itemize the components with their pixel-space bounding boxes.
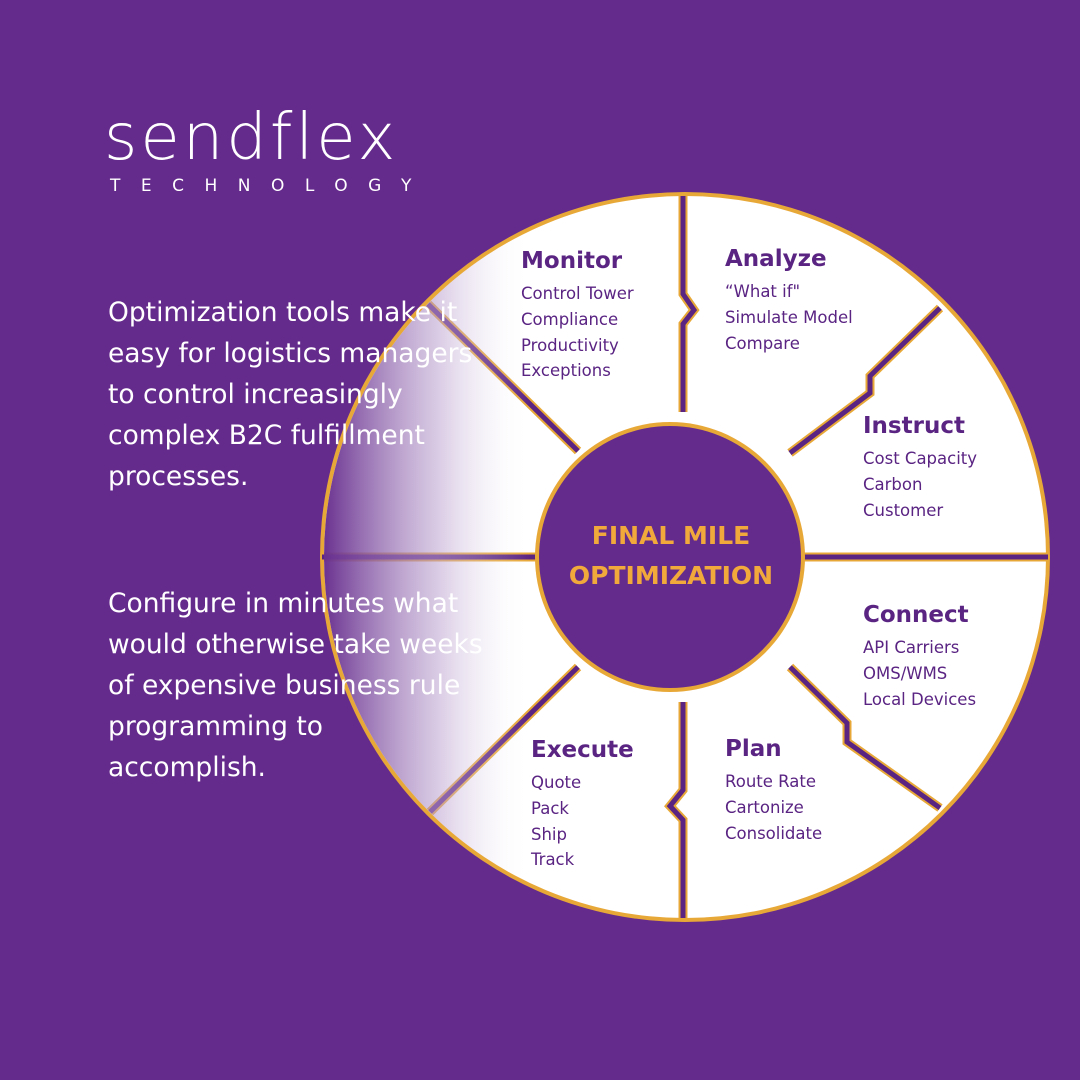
segment-item: “What if" bbox=[725, 282, 801, 301]
upper-right-divider bbox=[788, 306, 942, 455]
brand-tagline: TECHNOLOGY bbox=[110, 176, 432, 196]
segment-item: API Carriers bbox=[863, 638, 960, 657]
segment-connect: Connect API Carriers OMS/WMS Local Devic… bbox=[863, 601, 976, 712]
segment-item: Customer bbox=[863, 500, 944, 520]
segment-item: Ship bbox=[531, 824, 567, 844]
segment-item: Exceptions bbox=[521, 361, 611, 381]
lower-right-divider bbox=[788, 665, 942, 811]
segment-item: Cartonize bbox=[725, 797, 804, 817]
center-title: FINAL MILE OPTIMIZATION bbox=[540, 516, 802, 596]
segment-monitor: Monitor Control Tower Compliance Product… bbox=[521, 247, 634, 384]
segment-item: Carbon bbox=[863, 474, 923, 494]
segment-execute: Execute Quote Pack Ship Track bbox=[531, 736, 634, 873]
center-title-line-1: FINAL MILE bbox=[591, 521, 751, 550]
segment-item: OMS/WMS bbox=[863, 663, 948, 683]
intro-paragraph-2: Configure in minutes what would otherwis… bbox=[108, 588, 483, 783]
segment-instruct: Instruct Cost Capacity Carbon Customer bbox=[863, 412, 977, 523]
segment-item: Local Devices bbox=[863, 689, 977, 709]
segment-item: Compare bbox=[725, 333, 800, 353]
brand-wordmark: sendflex bbox=[104, 101, 399, 175]
segment-item: Cost Capacity bbox=[863, 449, 978, 468]
segment-title: Analyze bbox=[725, 246, 827, 272]
segment-item: Consolidate bbox=[725, 823, 823, 843]
segment-item: Simulate Model bbox=[725, 307, 853, 327]
segment-item: Quote bbox=[531, 773, 582, 792]
segment-item: Pack bbox=[531, 798, 569, 818]
segment-item: Route Rate bbox=[725, 772, 816, 791]
segment-plan: Plan Route Rate Cartonize Consolidate bbox=[725, 735, 822, 846]
center-title-line-2: OPTIMIZATION bbox=[568, 561, 774, 590]
segment-item: Track bbox=[531, 850, 575, 870]
segment-title: Connect bbox=[863, 602, 969, 628]
top-divider bbox=[680, 196, 698, 412]
segment-title: Execute bbox=[531, 737, 634, 763]
segment-item: Control Tower bbox=[521, 284, 634, 303]
segment-title: Plan bbox=[725, 736, 782, 762]
segment-title: Monitor bbox=[521, 248, 623, 274]
segment-item: Compliance bbox=[521, 309, 619, 329]
segment-item: Productivity bbox=[521, 335, 619, 355]
segment-title: Instruct bbox=[863, 413, 965, 439]
wheel-hub bbox=[539, 426, 801, 688]
bottom-divider bbox=[666, 702, 686, 918]
intro-paragraph-1: Optimization tools make it easy for logi… bbox=[108, 297, 473, 492]
segment-analyze: Analyze “What if" Simulate Model Compare bbox=[725, 245, 853, 356]
